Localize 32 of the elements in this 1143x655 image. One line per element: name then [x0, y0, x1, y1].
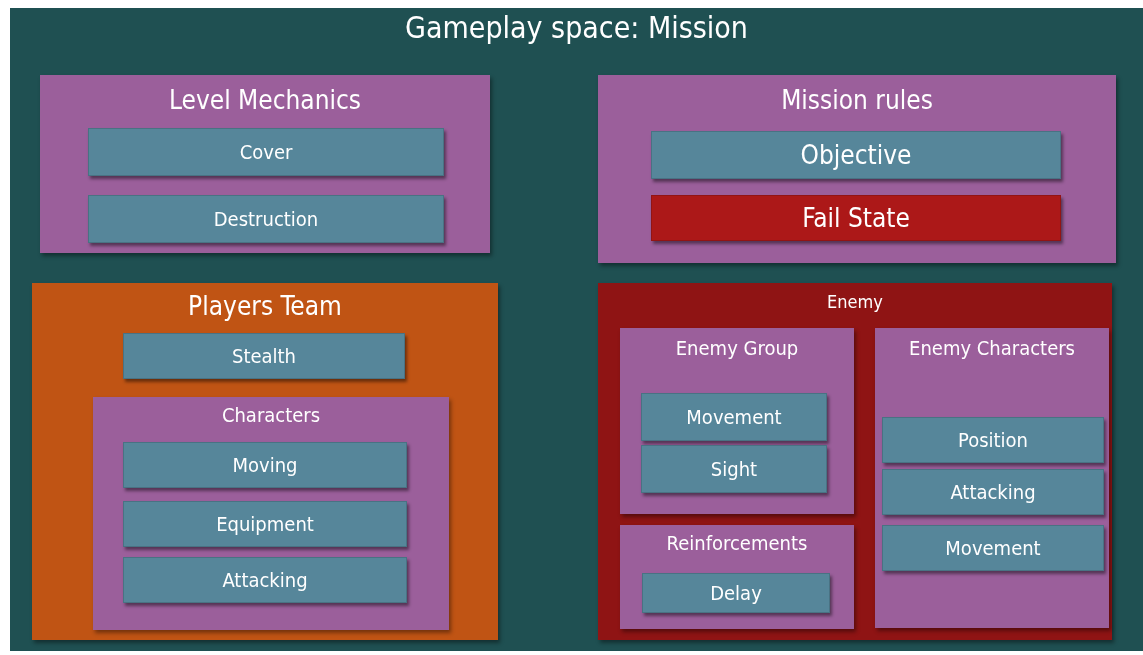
item-box: Moving: [123, 442, 407, 488]
item-box: Sight: [641, 445, 827, 493]
item-box: Fail State: [651, 195, 1061, 241]
item-box: Equipment: [123, 501, 407, 547]
panel-heading: Level Mechanics: [168, 85, 362, 115]
item-box: Stealth: [123, 333, 405, 379]
panel: [598, 283, 1112, 640]
item-box: Objective: [651, 131, 1061, 179]
panel-heading: Reinforcements: [666, 531, 808, 555]
panel: [32, 283, 498, 640]
item-box: Position: [882, 417, 1104, 463]
item-box: Attacking: [882, 469, 1104, 515]
panel: [40, 75, 490, 253]
panel-heading: Gameplay space: Mission: [405, 10, 748, 45]
panel-heading: Enemy Group: [675, 336, 799, 360]
panel-heading: Mission rules: [781, 85, 933, 115]
item-box: Attacking: [123, 557, 407, 603]
panel-heading: Players Team: [188, 291, 342, 321]
item-box: Delay: [642, 573, 830, 613]
panel: [620, 328, 854, 514]
panel-heading: Characters: [221, 403, 321, 427]
panel-heading: Enemy Characters: [909, 336, 1075, 360]
panel: [620, 525, 854, 629]
item-box: Movement: [641, 393, 827, 441]
item-box: Cover: [88, 128, 444, 176]
panel: [875, 328, 1109, 628]
item-box: Movement: [882, 525, 1104, 571]
panel: [598, 75, 1116, 263]
item-box: Destruction: [88, 195, 444, 243]
panel-heading: Enemy: [827, 291, 883, 312]
panel: [93, 397, 449, 630]
outer-panel: [10, 8, 1143, 651]
